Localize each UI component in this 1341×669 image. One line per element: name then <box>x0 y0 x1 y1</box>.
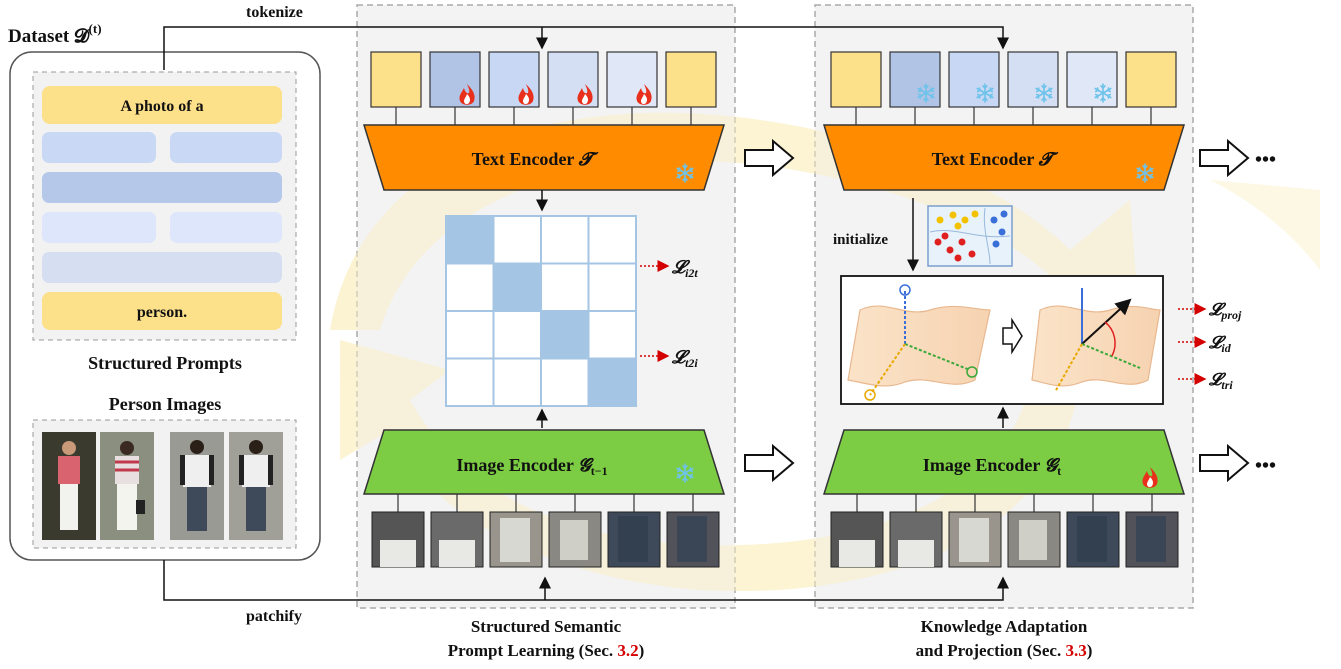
patchify-label: patchify <box>246 608 302 625</box>
structured-prompts-label: Structured Prompts <box>88 353 242 373</box>
person-image <box>42 432 96 540</box>
stage2-image-encoder-label: Image Encoder 𝓖t <box>923 455 1061 478</box>
prompt-first-text: A photo of a <box>120 98 203 115</box>
prompt-block <box>42 172 282 203</box>
stage1-caption-line1: Structured Semantic <box>471 617 622 636</box>
stage1-prompt-tokens <box>370 51 717 108</box>
stage2-caption-line2: and Projection (Sec. 3.3) <box>916 641 1093 660</box>
person-image <box>170 432 224 540</box>
prompt-token-first <box>42 86 282 124</box>
double-arrow-icon <box>1199 445 1249 481</box>
stage1-token-connectors <box>395 107 692 125</box>
double-arrow-icon <box>744 445 794 481</box>
stage2-text-encoder-label: Text Encoder 𝓣 <box>932 149 1059 169</box>
tokenize-arrow <box>163 26 1009 70</box>
initialize-label: initialize <box>833 232 888 248</box>
loss-tri: 𝓛tri <box>1208 370 1233 392</box>
stage2-text-encoder <box>822 124 1186 191</box>
ellipsis-bottom: ••• <box>1255 455 1276 477</box>
prompt-block <box>42 212 156 243</box>
manifold-before <box>847 284 991 401</box>
stage1-text-encoder-label: Text Encoder 𝓣 <box>472 149 599 169</box>
stage1-text-encoder <box>362 124 726 191</box>
stage1-image-encoder <box>362 429 726 495</box>
stage1-caption-line2: Prompt Learning (Sec. 3.2) <box>448 641 645 660</box>
prompt-last-text: person. <box>137 304 187 321</box>
similarity-matrix <box>445 215 637 407</box>
double-arrow-icon <box>1199 140 1249 176</box>
stage2-patch-connectors <box>856 494 1153 512</box>
loss-proj: 𝓛proj <box>1208 300 1242 322</box>
prompt-block <box>42 132 156 163</box>
dataset-label: Dataset 𝓓(t) <box>8 21 102 47</box>
person-image <box>100 432 154 540</box>
prompt-token-last <box>42 292 282 330</box>
rotate-arrow-icon <box>1002 317 1023 355</box>
stage2-caption-line1: Knowledge Adaptation <box>921 617 1088 636</box>
stage1-image-encoder-label: Image Encoder 𝓖t−1 <box>456 455 607 478</box>
person-image <box>229 432 283 540</box>
prompt-block <box>42 252 282 283</box>
loss-id: 𝓛id <box>1208 333 1232 355</box>
manifold-after <box>1031 288 1161 393</box>
patchify-arrow <box>163 560 1009 601</box>
stage1-image-patches <box>371 511 720 568</box>
cluster-icon <box>927 205 1013 267</box>
stage1-patch-connectors <box>397 494 694 512</box>
stage2-image-patches <box>830 511 1179 568</box>
tokenize-label: tokenize <box>246 4 303 21</box>
person-images-label: Person Images <box>109 394 221 414</box>
stage2-image-encoder <box>822 429 1186 495</box>
ellipsis-top: ••• <box>1255 149 1276 171</box>
prompt-block <box>170 212 282 243</box>
prompt-block <box>170 132 282 163</box>
stage2-token-connectors <box>855 107 1152 125</box>
